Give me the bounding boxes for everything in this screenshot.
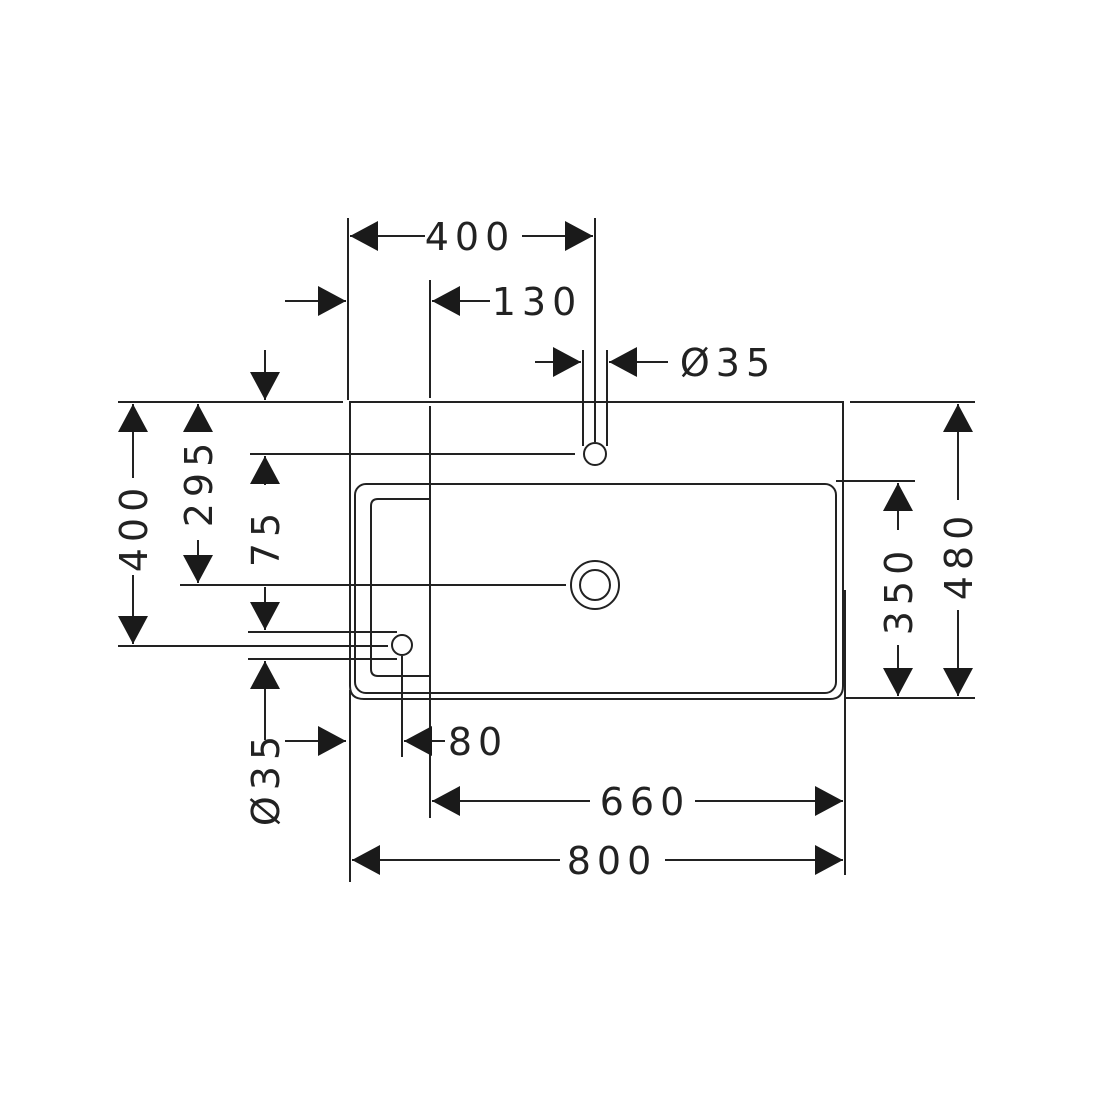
arrowhead-icon: [404, 726, 432, 756]
dim-label-350: 350: [877, 545, 921, 636]
dim-label-130: 130: [492, 280, 583, 324]
arrowhead-icon: [118, 404, 148, 432]
arrowhead-icon: [183, 555, 213, 583]
dim-label-tap-diameter: Ø35: [680, 341, 776, 385]
arrowhead-icon: [432, 786, 460, 816]
arrowhead-icon: [815, 845, 843, 875]
drain-outer: [570, 560, 620, 610]
drain-inner: [579, 569, 611, 601]
arrowhead-icon: [352, 845, 380, 875]
bowl-edge: [354, 483, 837, 694]
dim-label-660: 660: [600, 780, 691, 824]
overflow-hole: [391, 634, 413, 656]
basin-outline: [349, 401, 844, 700]
arrowhead-icon: [350, 221, 378, 251]
arrowhead-icon: [318, 286, 346, 316]
arrowhead-icon: [553, 347, 581, 377]
dim-label-75: 75: [244, 507, 288, 567]
tap-hole: [583, 442, 607, 466]
dim-label-80: 80: [448, 720, 508, 764]
arrowhead-icon: [943, 668, 973, 696]
arrowhead-icon: [609, 347, 637, 377]
arrowheads: [118, 221, 973, 875]
dim-label-400-left: 400: [112, 482, 156, 573]
dim-label-400-top: 400: [425, 215, 516, 259]
arrowhead-icon: [432, 286, 460, 316]
dim-label-480: 480: [937, 510, 981, 601]
arrowhead-icon: [250, 456, 280, 484]
arrowhead-icon: [118, 616, 148, 644]
arrowhead-icon: [318, 726, 346, 756]
arrowhead-icon: [883, 483, 913, 511]
arrowhead-icon: [250, 661, 280, 689]
dim-label-295: 295: [177, 437, 221, 528]
basin-outer-edge: [349, 401, 844, 700]
dim-label-overflow-diameter: Ø35: [244, 730, 288, 826]
dim-label-800: 800: [567, 839, 658, 883]
arrowhead-icon: [815, 786, 843, 816]
arrowhead-icon: [250, 372, 280, 400]
arrowhead-icon: [183, 404, 213, 432]
arrowhead-icon: [883, 668, 913, 696]
arrowhead-icon: [565, 221, 593, 251]
arrowhead-icon: [943, 404, 973, 432]
shelf-recess: [370, 498, 430, 677]
arrowhead-icon: [250, 602, 280, 630]
